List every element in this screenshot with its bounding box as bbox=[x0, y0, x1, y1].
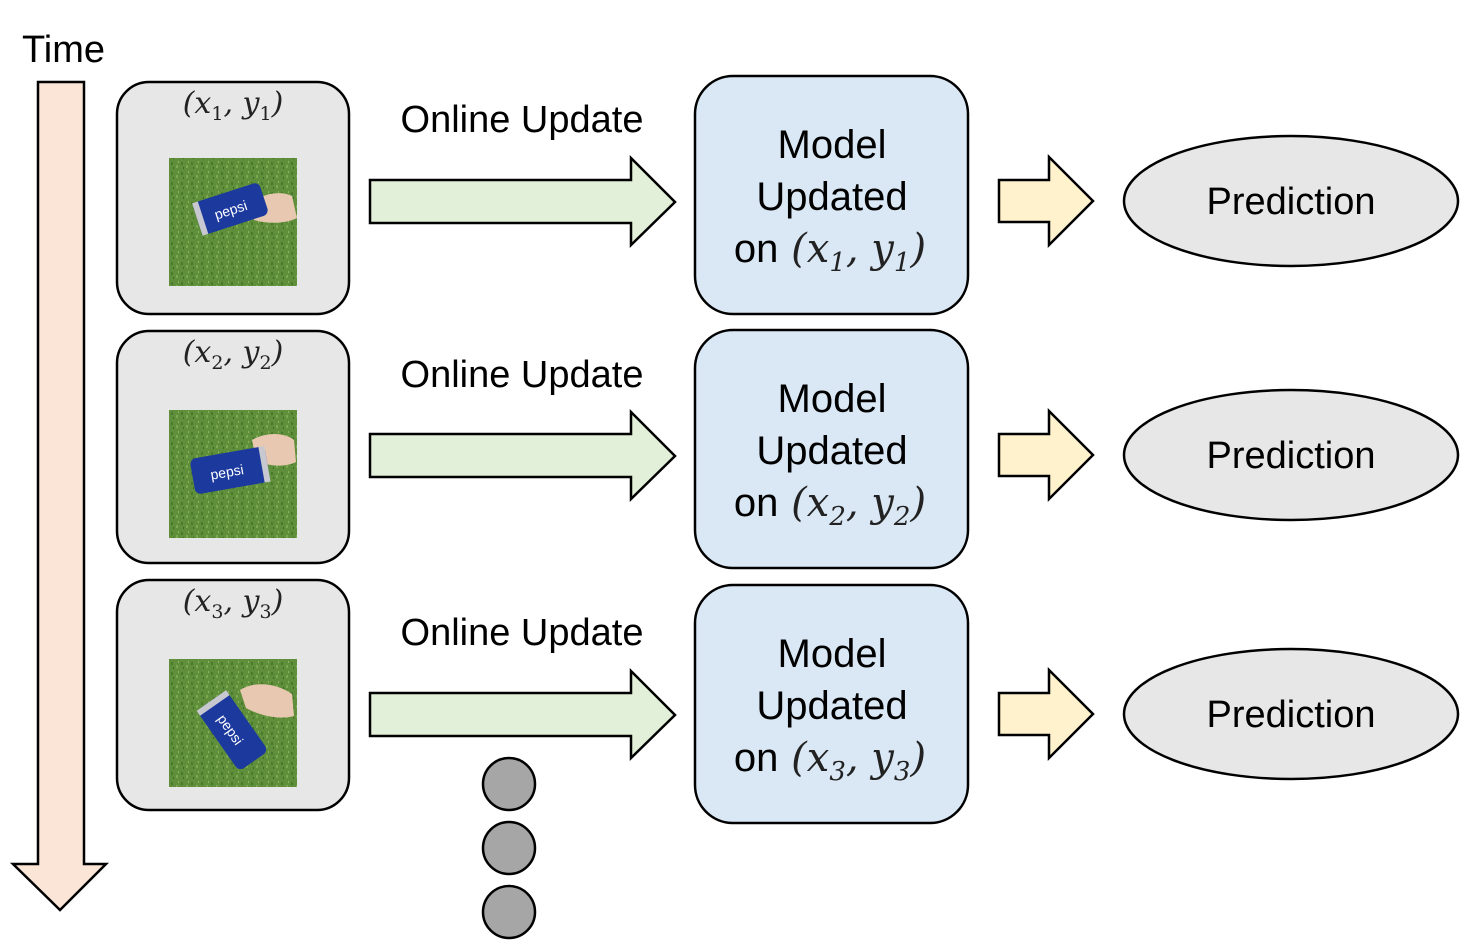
prediction-ellipse bbox=[1122, 388, 1460, 522]
model-label-line2: Updated bbox=[756, 684, 907, 728]
predict-arrow bbox=[997, 666, 1095, 762]
ellipsis-dot bbox=[481, 820, 537, 876]
sample-pair-label: (x3, y3) bbox=[183, 584, 284, 623]
model-label-line2: Updated bbox=[756, 429, 907, 473]
model-box bbox=[693, 583, 970, 825]
online-update-label: Online Update bbox=[401, 612, 644, 654]
row-1: (x1, y1) pepsi Online Update Model Updat… bbox=[115, 74, 1460, 316]
online-update-arrow bbox=[368, 408, 677, 502]
sample-image-icon: pepsi bbox=[169, 410, 297, 538]
row-3: (x3, y3) pepsi Online Update Model Updat… bbox=[115, 578, 1460, 825]
time-arrow bbox=[9, 80, 110, 912]
online-update-arrow bbox=[368, 154, 677, 248]
model-label-line3: on (x1, y1) bbox=[734, 226, 926, 278]
model-box bbox=[693, 328, 970, 570]
online-update-label: Online Update bbox=[401, 354, 644, 396]
ellipsis-dot bbox=[481, 884, 537, 940]
model-label-line3: on (x3, y3) bbox=[734, 735, 926, 787]
model-label-line1: Model bbox=[778, 123, 887, 167]
time-label: Time bbox=[22, 29, 105, 71]
prediction-label: Prediction bbox=[1207, 181, 1376, 223]
predict-arrow bbox=[997, 407, 1095, 503]
model-box bbox=[693, 74, 970, 316]
svg-text:pepsi: pepsi bbox=[209, 461, 245, 483]
ellipsis-dot bbox=[481, 756, 537, 812]
model-label-line1: Model bbox=[778, 377, 887, 421]
prediction-ellipse bbox=[1122, 134, 1460, 268]
model-label-line1: Model bbox=[778, 632, 887, 676]
sample-image-icon: pepsi bbox=[169, 158, 297, 286]
sample-image-icon: pepsi bbox=[169, 659, 297, 787]
online-update-label: Online Update bbox=[401, 99, 644, 141]
row-2: (x2, y2) pepsi Online Update Model Updat… bbox=[115, 328, 1460, 570]
vertical-ellipsis-icon bbox=[481, 756, 537, 940]
prediction-ellipse bbox=[1122, 647, 1460, 781]
prediction-label: Prediction bbox=[1207, 435, 1376, 477]
model-label-line2: Updated bbox=[756, 175, 907, 219]
model-label-line3: on (x2, y2) bbox=[734, 480, 926, 532]
prediction-label: Prediction bbox=[1207, 694, 1376, 736]
predict-arrow bbox=[997, 153, 1095, 249]
online-update-arrow bbox=[368, 667, 677, 761]
